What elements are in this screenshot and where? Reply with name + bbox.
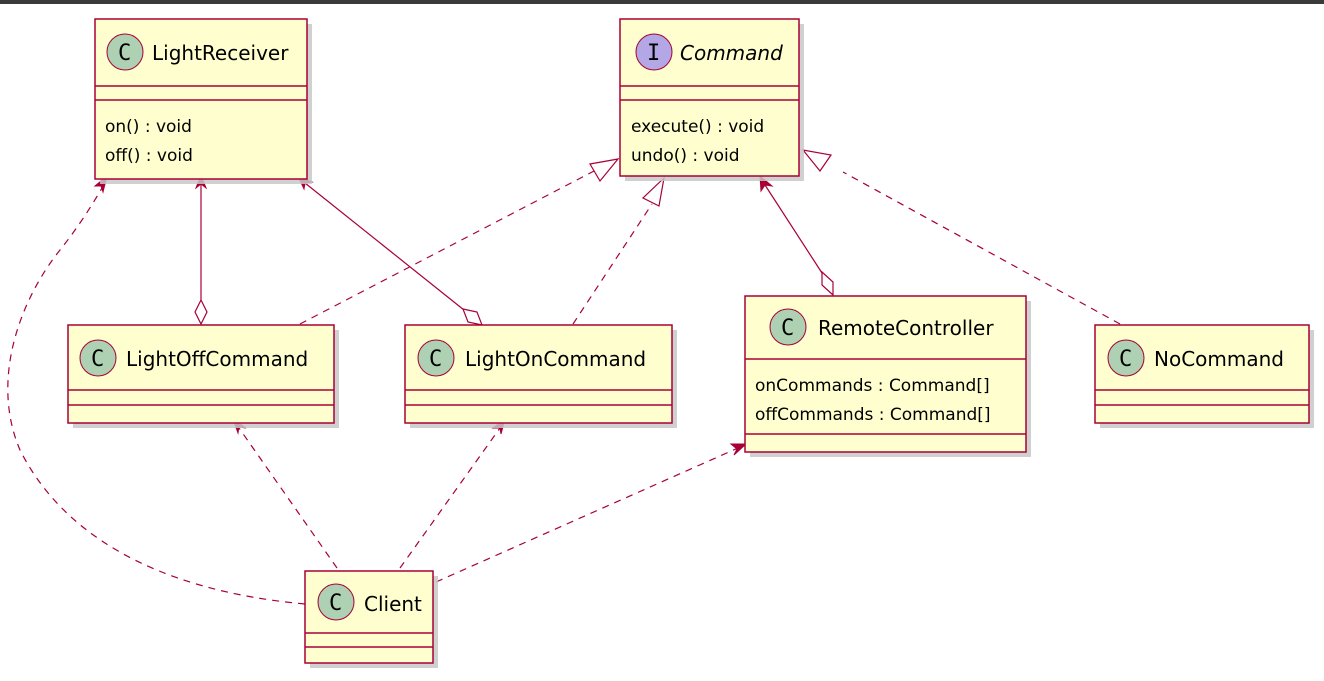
- method: execute() : void: [631, 117, 764, 137]
- class-name: Client: [364, 592, 422, 616]
- class-remote-controller[interactable]: C RemoteController onCommands : Command[…: [744, 295, 1031, 457]
- interface-command[interactable]: I Command execute() : void undo() : void: [619, 18, 804, 181]
- edge-client-depends-remote: [435, 443, 748, 583]
- method: undo() : void: [631, 146, 740, 166]
- class-type-letter: C: [429, 347, 442, 372]
- class-type-letter: C: [1119, 347, 1132, 372]
- interface-type-icon: [635, 33, 673, 71]
- class-name: RemoteController: [818, 316, 994, 340]
- method: on() : void: [105, 117, 192, 137]
- window-top-border: [0, 0, 1324, 4]
- class-light-off-command[interactable]: C LightOffCommand: [67, 324, 339, 428]
- class-type-icon: [417, 339, 455, 377]
- class-type-icon: [106, 33, 144, 71]
- class-name: LightOffCommand: [126, 347, 308, 371]
- edge-lightoff-implements-command: [299, 158, 620, 325]
- method: off() : void: [105, 146, 193, 166]
- class-type-letter: C: [91, 347, 104, 372]
- class-type-icon: [1107, 339, 1145, 377]
- class-type-letter: C: [329, 591, 342, 616]
- class-light-receiver[interactable]: C LightReceiver on() : void off() : void: [94, 18, 312, 184]
- class-type-icon: [317, 583, 355, 621]
- class-type-letter: I: [647, 41, 660, 66]
- edge-remote-aggregates-command: [759, 174, 834, 297]
- edge-lighton-aggregates-receiver: [297, 175, 483, 326]
- class-type-letter: C: [118, 41, 131, 66]
- edge-client-depends-lighton: [399, 417, 506, 569]
- class-light-on-command[interactable]: C LightOnCommand: [404, 324, 677, 428]
- class-name: NoCommand: [1154, 347, 1284, 371]
- class-name: LightReceiver: [152, 41, 289, 65]
- class-type-icon: [79, 339, 117, 377]
- edge-nocommand-implements-command: [801, 149, 1121, 325]
- edge-lighton-implements-command: [572, 176, 665, 325]
- class-client[interactable]: C Client: [304, 570, 438, 668]
- class-type-icon: [769, 308, 807, 346]
- edge-lightoff-aggregates-receiver: [194, 173, 208, 326]
- class-no-command[interactable]: C NoCommand: [1094, 324, 1314, 428]
- class-name: LightOnCommand: [465, 347, 646, 371]
- field: offCommands : Command[]: [755, 405, 991, 425]
- field: onCommands : Command[]: [755, 376, 990, 396]
- edge-client-depends-lightoff: [232, 417, 338, 569]
- class-type-letter: C: [781, 316, 794, 341]
- interface-name: Command: [680, 41, 783, 65]
